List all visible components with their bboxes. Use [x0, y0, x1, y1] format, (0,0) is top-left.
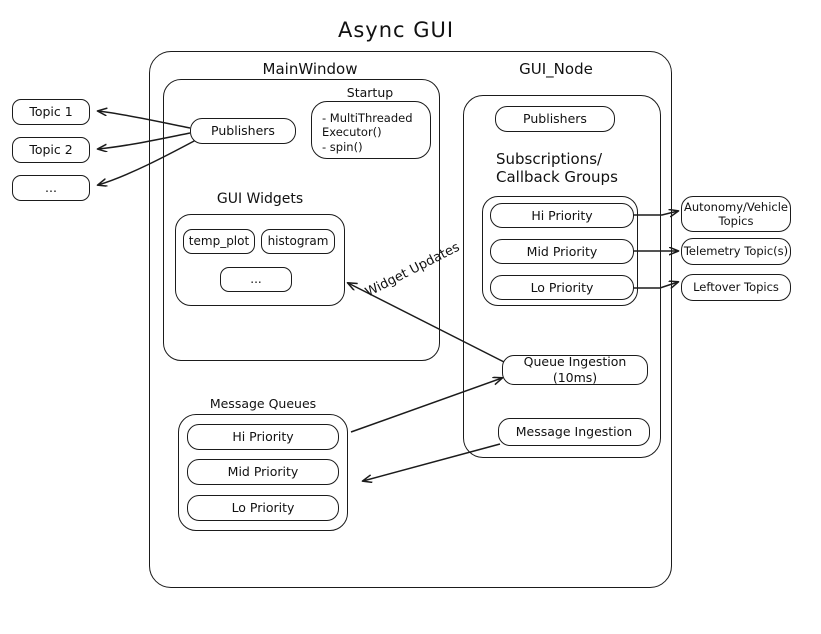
widget-label: ...	[250, 272, 262, 286]
widget-label: temp_plot	[188, 234, 250, 248]
topic-box-label: Telemetry Topic(s)	[683, 244, 789, 259]
gui-widgets-title: GUI Widgets	[216, 191, 304, 207]
topic-box-ellipsis[interactable]: ...	[12, 175, 90, 201]
mainwindow-container	[163, 79, 440, 361]
gui-node-container	[463, 95, 661, 458]
message-queues-container	[178, 414, 348, 531]
mainwindow-publishers-box[interactable]: Publishers	[190, 118, 296, 144]
topic-box-label: Topic 2	[29, 142, 73, 158]
queue-ingestion-box[interactable]: Queue Ingestion (10ms)	[502, 354, 648, 385]
app-outer-container	[149, 51, 672, 588]
topic-box-topic-2[interactable]: Topic 2	[12, 137, 90, 163]
arrow-publishers-to-topic2	[98, 132, 191, 149]
subscriptions-container	[482, 196, 638, 306]
topic-box-telemetry-topics[interactable]: Telemetry Topic(s)	[681, 238, 791, 265]
topic-box-label: Leftover Topics	[693, 280, 779, 295]
widget-label: histogram	[267, 234, 329, 248]
callback-group-mid-priority[interactable]: Mid Priority	[490, 239, 634, 264]
subscriptions-title: Subscriptions/ Callback Groups	[496, 150, 618, 187]
arrow-publishers-to-topic1	[98, 111, 191, 129]
topic-box-topic-1[interactable]: Topic 1	[12, 99, 90, 125]
queue-label: Lo Priority	[231, 500, 295, 516]
topic-box-autonomy-vehicle-topics[interactable]: Autonomy/Vehicle Topics	[681, 196, 791, 232]
message-queue-mid-priority[interactable]: Mid Priority	[187, 459, 339, 485]
publishers-label: Publishers	[523, 111, 587, 127]
arrow-message-queues-to-queue-ingestion	[350, 378, 502, 433]
gui-node-title: GUI_Node	[519, 60, 593, 78]
startup-box: - MultiThreaded Executor() - spin()	[311, 101, 431, 159]
gui-node-publishers-box[interactable]: Publishers	[495, 106, 615, 132]
message-ingestion-label: Message Ingestion	[515, 424, 633, 440]
widget-box-ellipsis[interactable]: ...	[220, 267, 292, 292]
queue-label: Hi Priority	[232, 429, 294, 445]
page-title: Async GUI	[338, 18, 455, 42]
callback-group-label: Hi Priority	[531, 207, 593, 223]
gui-widgets-container	[175, 214, 345, 306]
callback-group-label: Lo Priority	[530, 279, 594, 295]
message-queue-hi-priority[interactable]: Hi Priority	[187, 424, 339, 450]
callback-group-hi-priority[interactable]: Hi Priority	[490, 203, 634, 228]
message-queues-title: Message Queues	[209, 396, 317, 411]
queue-ingestion-label: Queue Ingestion (10ms)	[523, 354, 627, 385]
topic-box-label: Autonomy/Vehicle Topics	[683, 199, 789, 228]
callback-group-label: Mid Priority	[526, 243, 598, 259]
message-queue-lo-priority[interactable]: Lo Priority	[187, 495, 339, 521]
callback-group-lo-priority[interactable]: Lo Priority	[490, 275, 634, 300]
message-ingestion-box[interactable]: Message Ingestion	[498, 418, 650, 446]
arrow-widget-updates	[348, 283, 509, 365]
topic-box-leftover-topics[interactable]: Leftover Topics	[681, 274, 791, 301]
mainwindow-title: MainWindow	[262, 60, 358, 78]
topic-box-label: Topic 1	[29, 104, 73, 120]
publishers-label: Publishers	[211, 123, 275, 139]
arrow-publishers-to-topic-ellipsis	[98, 139, 197, 185]
queue-label: Mid Priority	[227, 464, 299, 480]
startup-title: Startup	[346, 85, 394, 100]
widget-box-temp-plot[interactable]: temp_plot	[183, 229, 255, 254]
widget-box-histogram[interactable]: histogram	[261, 229, 335, 254]
startup-body-text: - MultiThreaded Executor() - spin()	[322, 111, 413, 154]
topic-box-label: ...	[45, 180, 57, 196]
arrow-hi-priority-to-autonomy-topics	[634, 211, 678, 215]
